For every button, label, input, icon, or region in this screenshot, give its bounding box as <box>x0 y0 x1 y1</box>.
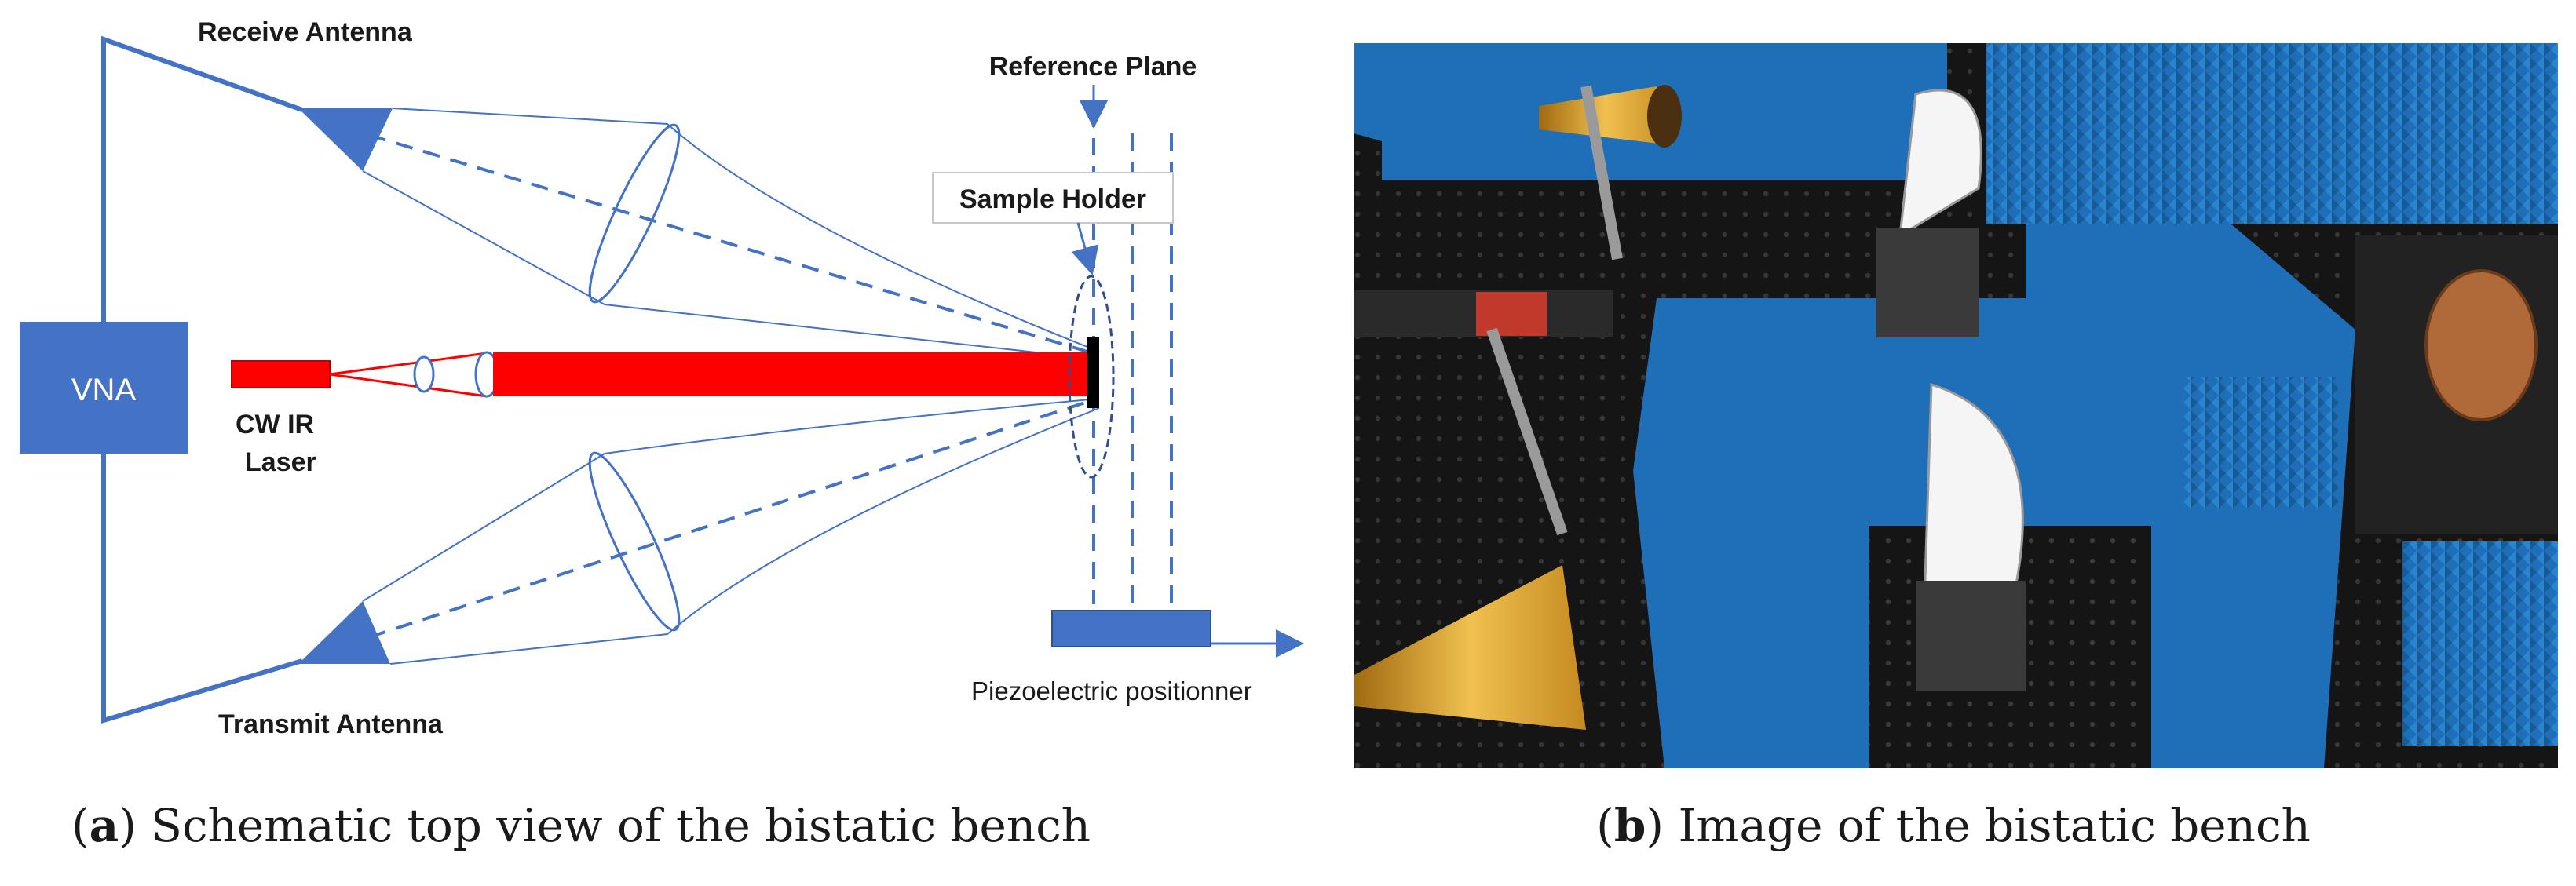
caption-b: (b) Image of the bistatic bench <box>1596 799 2311 852</box>
receive-antenna-label: Receive Antenna <box>198 17 413 47</box>
receive-antenna <box>298 108 393 171</box>
caption-a: (a) Schematic top view of the bistatic b… <box>71 799 1091 852</box>
laser-cone <box>329 352 488 398</box>
laser-source <box>231 360 331 388</box>
vna-transmit-wire <box>101 454 303 724</box>
sample <box>1087 337 1099 408</box>
laser-lens-small <box>413 355 435 393</box>
transmit-beam-upper <box>362 398 1100 602</box>
lens-lower-mount <box>1916 581 2026 691</box>
receive-beam-upper <box>392 108 1100 352</box>
absorber-pyramids-right <box>1986 43 2558 224</box>
receive-beam-axis <box>368 133 1088 353</box>
absorber-pyramids-mid <box>2183 377 2340 510</box>
transmit-antenna-label: Transmit Antenna <box>218 709 444 739</box>
sample-holder-label-box <box>932 172 1174 224</box>
transmit-lens <box>588 451 681 632</box>
caption-a-tag: a <box>90 799 119 852</box>
sample-holder-pointer <box>1071 222 1099 275</box>
horn-antenna-top <box>1539 86 1672 145</box>
schematic-diagram: VNA CW IR Laser Reference Plane <box>20 17 1304 739</box>
laser-beam <box>493 352 1091 396</box>
copper-disk <box>2424 269 2538 421</box>
absorber-pyramids-bottom-right <box>2402 541 2558 746</box>
reference-plane-label: Reference Plane <box>989 52 1197 82</box>
bench-photo <box>1354 43 2558 768</box>
caption-a-text: Schematic top view of the bistatic bench <box>151 799 1091 852</box>
vna-box <box>20 322 188 454</box>
laser-label-line2: Laser <box>245 447 316 477</box>
vna-label: VNA <box>71 373 137 407</box>
lens-upper-mount <box>1876 228 1979 337</box>
laser-label-line1: CW IR <box>236 410 314 439</box>
piezo-positioner <box>1051 610 1211 647</box>
lens-upper <box>1898 89 1982 238</box>
transmit-beam-lower <box>389 407 1100 665</box>
horn-antenna-bottom <box>1354 565 1586 730</box>
sample-holder-outline <box>1068 275 1115 479</box>
receive-lens <box>588 123 681 304</box>
transmit-beam-axis <box>368 400 1088 639</box>
receive-beam-lower <box>362 170 1100 360</box>
sample-holder-label: Sample Holder <box>959 184 1146 214</box>
piezo-label: Piezoelectric positionner <box>971 676 1252 706</box>
caption-b-tag: b <box>1614 799 1646 852</box>
transmit-antenna <box>298 601 390 664</box>
vna-receive-wire <box>101 35 304 322</box>
caption-b-text: Image of the bistatic bench <box>1678 799 2310 852</box>
